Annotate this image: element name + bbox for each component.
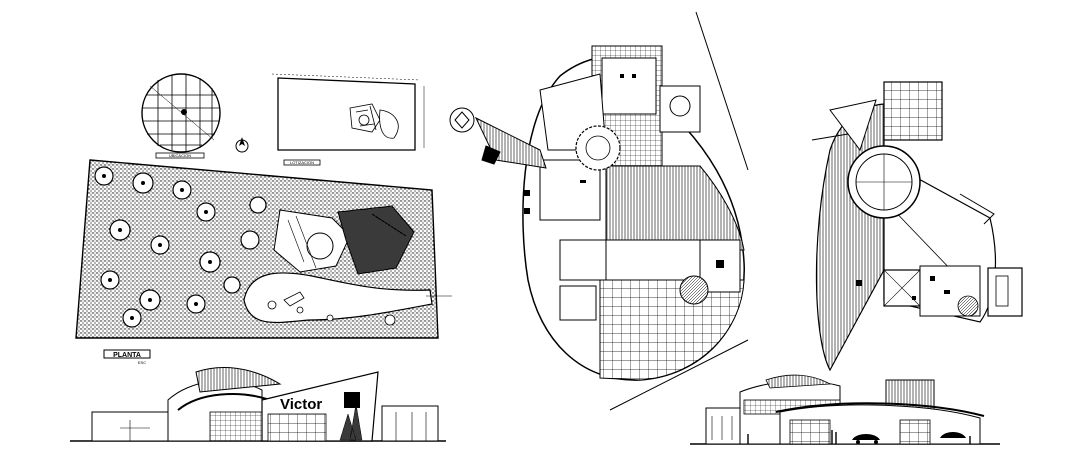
lot-plan: LOTIZACION — [271, 73, 425, 166]
north-arrow-icon — [235, 137, 249, 153]
site-plan: PLANTA ESC — [75, 159, 452, 365]
storefront-sign-text: Victor — [280, 396, 322, 413]
location-map-label: UBICACION — [169, 153, 191, 158]
location-map: UBICACION — [141, 73, 221, 159]
site-plan-title: PLANTA — [113, 352, 141, 359]
front-elevation-left: Victor — [70, 367, 446, 442]
front-elevation-right — [690, 374, 1000, 445]
ground-floor-plan — [449, 11, 749, 411]
site-building — [273, 205, 415, 275]
site-plan-scale: ESC — [138, 360, 146, 365]
lot-plan-label: LOTIZACION — [290, 160, 314, 165]
entrance-walkway — [449, 107, 547, 169]
site-plaza — [243, 272, 433, 324]
upper-floor-plan — [811, 81, 1023, 372]
